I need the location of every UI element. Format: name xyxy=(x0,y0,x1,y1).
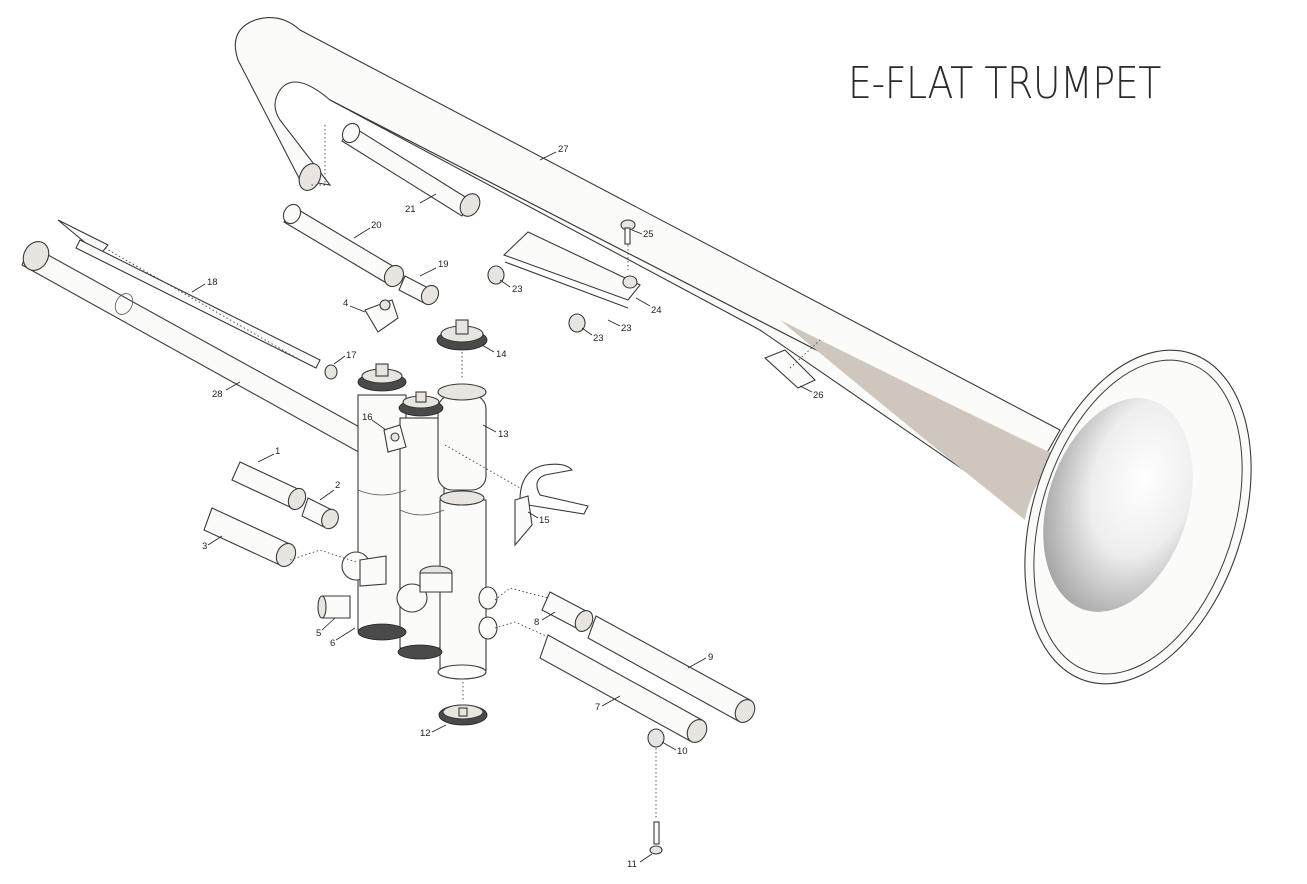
label-23b: 23 xyxy=(621,323,632,334)
label-23c: 23 xyxy=(593,333,604,344)
label-13: 13 xyxy=(498,429,509,440)
part-24-rail xyxy=(502,231,641,309)
part-labels: 1 2 3 4 5 6 7 8 9 10 11 12 13 14 15 16 1… xyxy=(191,144,824,870)
label-12: 12 xyxy=(420,728,431,739)
part-1-tube xyxy=(231,461,307,511)
part-11-screw xyxy=(649,821,663,855)
label-5: 5 xyxy=(316,628,321,639)
part-16-guide xyxy=(383,424,407,453)
label-1: 1 xyxy=(275,446,280,457)
part-19-slide-cap xyxy=(398,275,440,306)
part-21-tube xyxy=(310,122,481,217)
part-6-valve-knuckles xyxy=(341,551,453,613)
label-3: 3 xyxy=(202,541,207,552)
label-4: 4 xyxy=(343,298,348,309)
label-8: 8 xyxy=(534,617,539,628)
part-8-sleeve xyxy=(541,591,594,632)
label-9: 9 xyxy=(708,652,713,663)
part-9-tube xyxy=(587,615,756,723)
assembly-guides xyxy=(104,247,549,637)
part-15-slide xyxy=(514,463,589,547)
label-14: 14 xyxy=(496,349,507,360)
part-25-screw xyxy=(620,219,636,270)
label-19: 19 xyxy=(438,259,449,270)
part-7-tube xyxy=(539,634,708,743)
label-28: 28 xyxy=(212,389,223,400)
label-16: 16 xyxy=(362,412,373,423)
part-28-mouthpipe xyxy=(21,241,411,476)
label-7: 7 xyxy=(595,702,600,713)
part-4-brace xyxy=(364,299,399,333)
part-10-cap xyxy=(647,728,665,820)
part-2-sleeve xyxy=(301,497,339,530)
label-17: 17 xyxy=(346,350,357,361)
label-11: 11 xyxy=(627,859,637,870)
label-25: 25 xyxy=(643,229,654,240)
part-3-tube xyxy=(203,507,297,568)
label-26: 26 xyxy=(813,390,824,401)
part-26-brace xyxy=(763,339,821,389)
part-23-caps xyxy=(487,265,586,333)
bell-section xyxy=(234,17,1252,685)
label-15: 15 xyxy=(539,515,550,526)
label-18: 18 xyxy=(207,277,218,288)
label-10: 10 xyxy=(677,746,688,757)
diagram-title: E-FLAT TRUMPET xyxy=(848,58,1161,109)
label-2: 2 xyxy=(335,480,340,491)
label-27: 27 xyxy=(558,144,569,155)
part-5-sleeve xyxy=(317,595,351,619)
valve-casings xyxy=(357,363,498,680)
label-23a: 23 xyxy=(512,284,523,295)
label-6: 6 xyxy=(330,638,335,649)
part-20-tube xyxy=(282,203,405,288)
label-20: 20 xyxy=(371,220,382,231)
part-12-bottom-cap xyxy=(438,682,488,726)
label-21: 21 xyxy=(405,204,416,215)
label-24: 24 xyxy=(651,305,662,316)
part-14-top-cap xyxy=(436,319,488,380)
